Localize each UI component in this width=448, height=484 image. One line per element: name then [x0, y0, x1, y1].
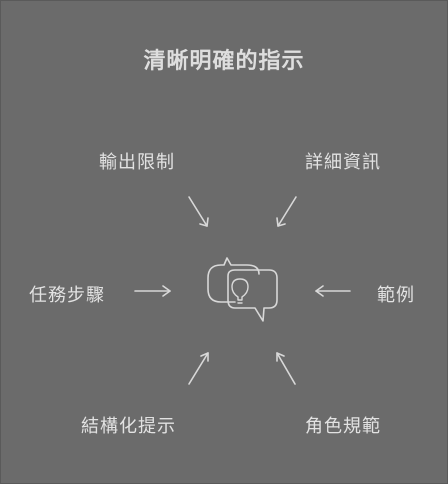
arrow-top-right — [276, 196, 297, 227]
label-output-limits: 輸出限制 — [99, 152, 175, 173]
label-task-steps: 任務步驟 — [29, 285, 105, 306]
arrow-top-left — [188, 196, 209, 227]
diagram-title: 清晰明確的指示 — [143, 49, 305, 74]
label-structured-prompt: 結構化提示 — [81, 416, 176, 437]
arrow-bottom-right — [276, 352, 296, 385]
label-examples: 範例 — [377, 285, 415, 306]
chat-bubbles-lightbulb-icon — [207, 257, 278, 322]
arrow-middle-left — [134, 285, 171, 297]
label-details: 詳細資訊 — [305, 152, 381, 173]
arrow-bottom-left — [188, 352, 209, 385]
arrow-middle-right — [315, 285, 351, 297]
label-role-spec: 角色規範 — [305, 416, 381, 437]
